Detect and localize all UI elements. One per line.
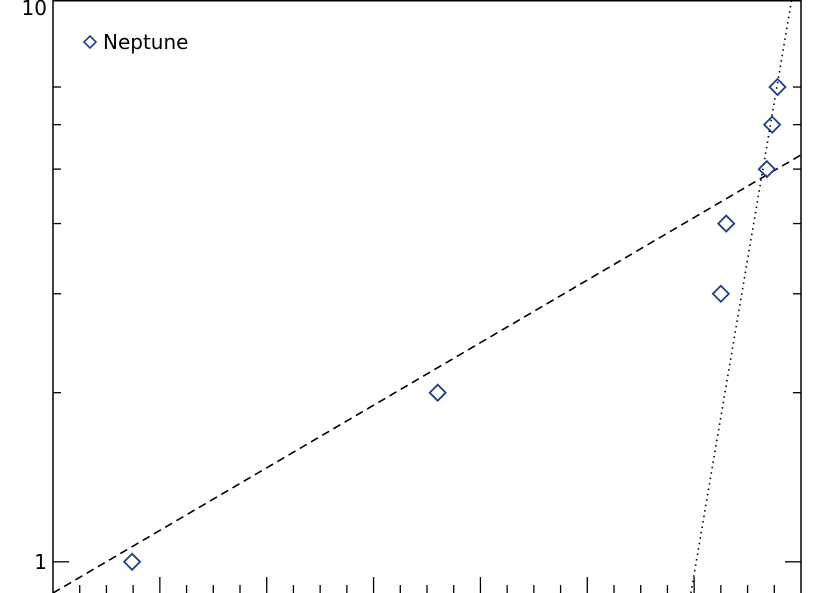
data-point-diamond xyxy=(711,284,731,304)
data-point-diamond xyxy=(428,383,447,402)
data-point-diamond xyxy=(122,552,142,572)
y-axis-tick-labels: 1 10 xyxy=(22,0,47,574)
dashed-fit-line xyxy=(52,154,802,593)
y-tick-label: 10 xyxy=(22,0,47,20)
x-axis-ticks xyxy=(79,577,775,593)
y-tick-label: 1 xyxy=(34,550,47,574)
y-axis-ticks xyxy=(53,0,801,563)
data-points xyxy=(122,77,787,572)
data-point-diamond xyxy=(757,159,777,179)
data-point-diamond xyxy=(716,214,736,233)
dotted-fit-line xyxy=(690,0,793,593)
data-point-diamond xyxy=(762,115,782,134)
plot-frame xyxy=(52,0,802,593)
fit-lines xyxy=(52,0,802,593)
legend-marker-diamond xyxy=(82,34,98,50)
legend: Neptune xyxy=(82,30,188,54)
legend-label: Neptune xyxy=(103,30,188,54)
data-point-diamond xyxy=(768,77,787,97)
